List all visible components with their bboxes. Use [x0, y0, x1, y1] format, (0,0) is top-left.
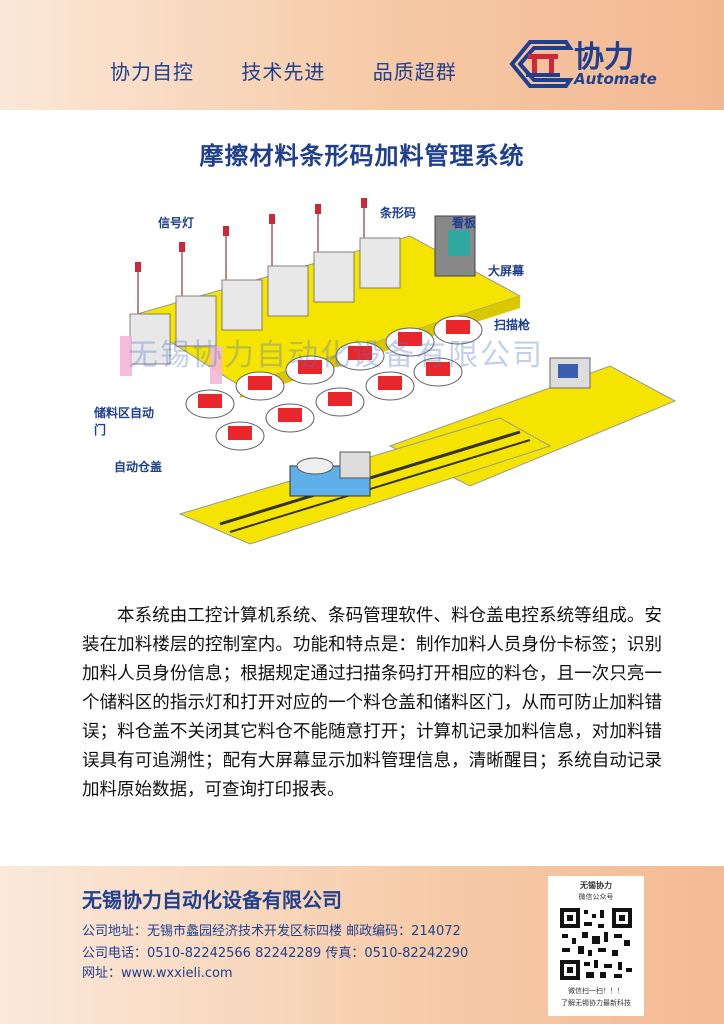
callout-signal-light: 信号灯 [158, 216, 195, 230]
footer-phone: 公司电话：0510-82242566 82242289 传真：0510-8224… [82, 946, 469, 961]
qr-caption-2: 了解无锡协力最新科技 [561, 999, 631, 1007]
company-logo-icon [509, 40, 574, 88]
logo-text-en: Automate [574, 70, 657, 88]
callout-scanner: 扫描枪 [494, 318, 531, 332]
slogan-3: 品质超群 [372, 60, 457, 84]
qr-code-icon [558, 906, 634, 982]
signal-lights [137, 204, 365, 314]
callout-big-screen: 大屏幕 [488, 264, 525, 278]
storage-shelves [129, 237, 401, 365]
footer-company-name: 无锡协力自动化设备有限公司 [82, 888, 342, 912]
wechat-qr-card: 无锡协力 微信公众号 微信扫一扫！！！ 了解无锡协力最新科技 [548, 876, 644, 1016]
slogan-row: 协力自控 技术先进 品质超群 [110, 56, 497, 85]
logo-text-cn: 协力 [574, 40, 634, 75]
slogan-1: 协力自控 [110, 60, 194, 84]
callout-auto-cover: 自动仓盖 [114, 460, 163, 474]
description-paragraph: 本系统由工控计算机系统、条码管理软件、料仓盖电控系统等组成。安装在加料楼层的控制… [82, 606, 662, 800]
page-title: 摩擦材料条形码加料管理系统 [199, 141, 525, 170]
callout-storage-door: 储料区自动门 [94, 406, 155, 437]
watermark: 无锡协力自动化设备有限公司 [128, 338, 544, 373]
footer-address: 公司地址：无锡市蠡园经济技术开发区标四楼 邮政编码：214072 [82, 924, 461, 939]
system-diagram [120, 198, 677, 545]
qr-title-2: 微信公众号 [578, 893, 614, 901]
hopper-row-1 [185, 315, 483, 419]
callout-barcode: 条形码 [380, 206, 417, 220]
hopper-row-2 [215, 357, 463, 451]
slogan-2: 技术先进 [241, 60, 326, 84]
header-band: 协力自控 技术先进 品质超群 协力 Automate [0, 0, 724, 110]
qr-caption-1: 微信扫一扫！！！ [568, 987, 624, 995]
callout-board: 看板 [452, 216, 477, 230]
footer-website[interactable]: 网址：www.wxxieli.com [82, 966, 233, 981]
qr-title-1: 无锡协力 [580, 881, 612, 890]
